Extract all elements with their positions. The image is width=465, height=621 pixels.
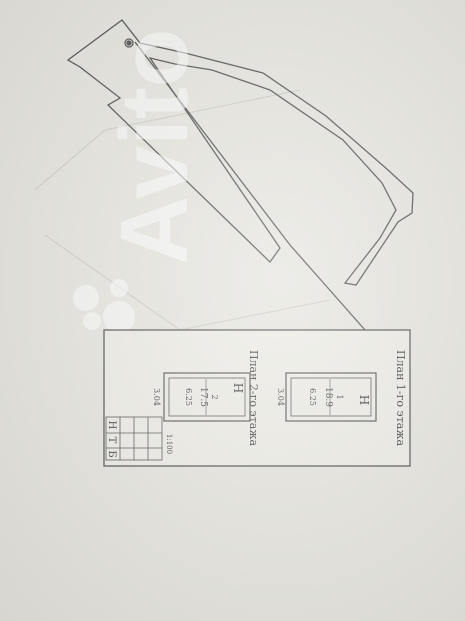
floor2-dim-height: 3.04	[152, 388, 161, 406]
floor2-door-mark: Н	[231, 383, 245, 393]
sheet-frame	[103, 329, 411, 467]
floor1-inner-wall	[290, 377, 372, 417]
floor2-outer-wall	[163, 372, 251, 422]
stamp-symbols: Н Т Б	[106, 421, 117, 458]
floor1-title: План 1-го этажа	[394, 350, 407, 446]
watermark-dot	[103, 301, 135, 333]
watermark-dot	[83, 312, 101, 330]
floor2-dim-width: 6.25	[184, 388, 193, 406]
floor1-dim-width: 6.25	[308, 388, 317, 406]
floor1-room-number: 1	[335, 394, 344, 399]
floor2-room-number: 2	[210, 394, 219, 399]
floor2-area: 17.5	[198, 387, 208, 407]
leader-line	[289, 244, 366, 331]
title-block	[105, 416, 163, 461]
site-plan-diagonal	[134, 41, 291, 246]
stamp-symbol: Т	[106, 437, 117, 444]
plan-sheet: План 1-го этажа Н 1 18.9 6.25 3.04 План …	[103, 329, 411, 467]
floor1-outer-wall	[285, 372, 377, 422]
stamp-symbol: Н	[106, 421, 117, 430]
watermark-dot	[110, 279, 128, 297]
floor1-door-mark: Н	[357, 395, 371, 405]
scale-label: 1:100	[165, 434, 173, 454]
floor1-area: 18.9	[323, 387, 333, 407]
watermark-text: Avito	[101, 29, 208, 265]
watermark-dot	[73, 285, 99, 311]
stamp-symbol: Б	[106, 450, 117, 457]
floor2-inner-wall	[168, 377, 246, 417]
avito-watermark: Avito	[73, 29, 208, 333]
site-plan-marker	[124, 38, 134, 48]
site-plan-outline	[66, 19, 414, 286]
floor1-dim-height: 3.04	[276, 388, 285, 406]
site-plan	[66, 19, 414, 331]
floor2-title: План 2-го этажа	[247, 350, 260, 446]
